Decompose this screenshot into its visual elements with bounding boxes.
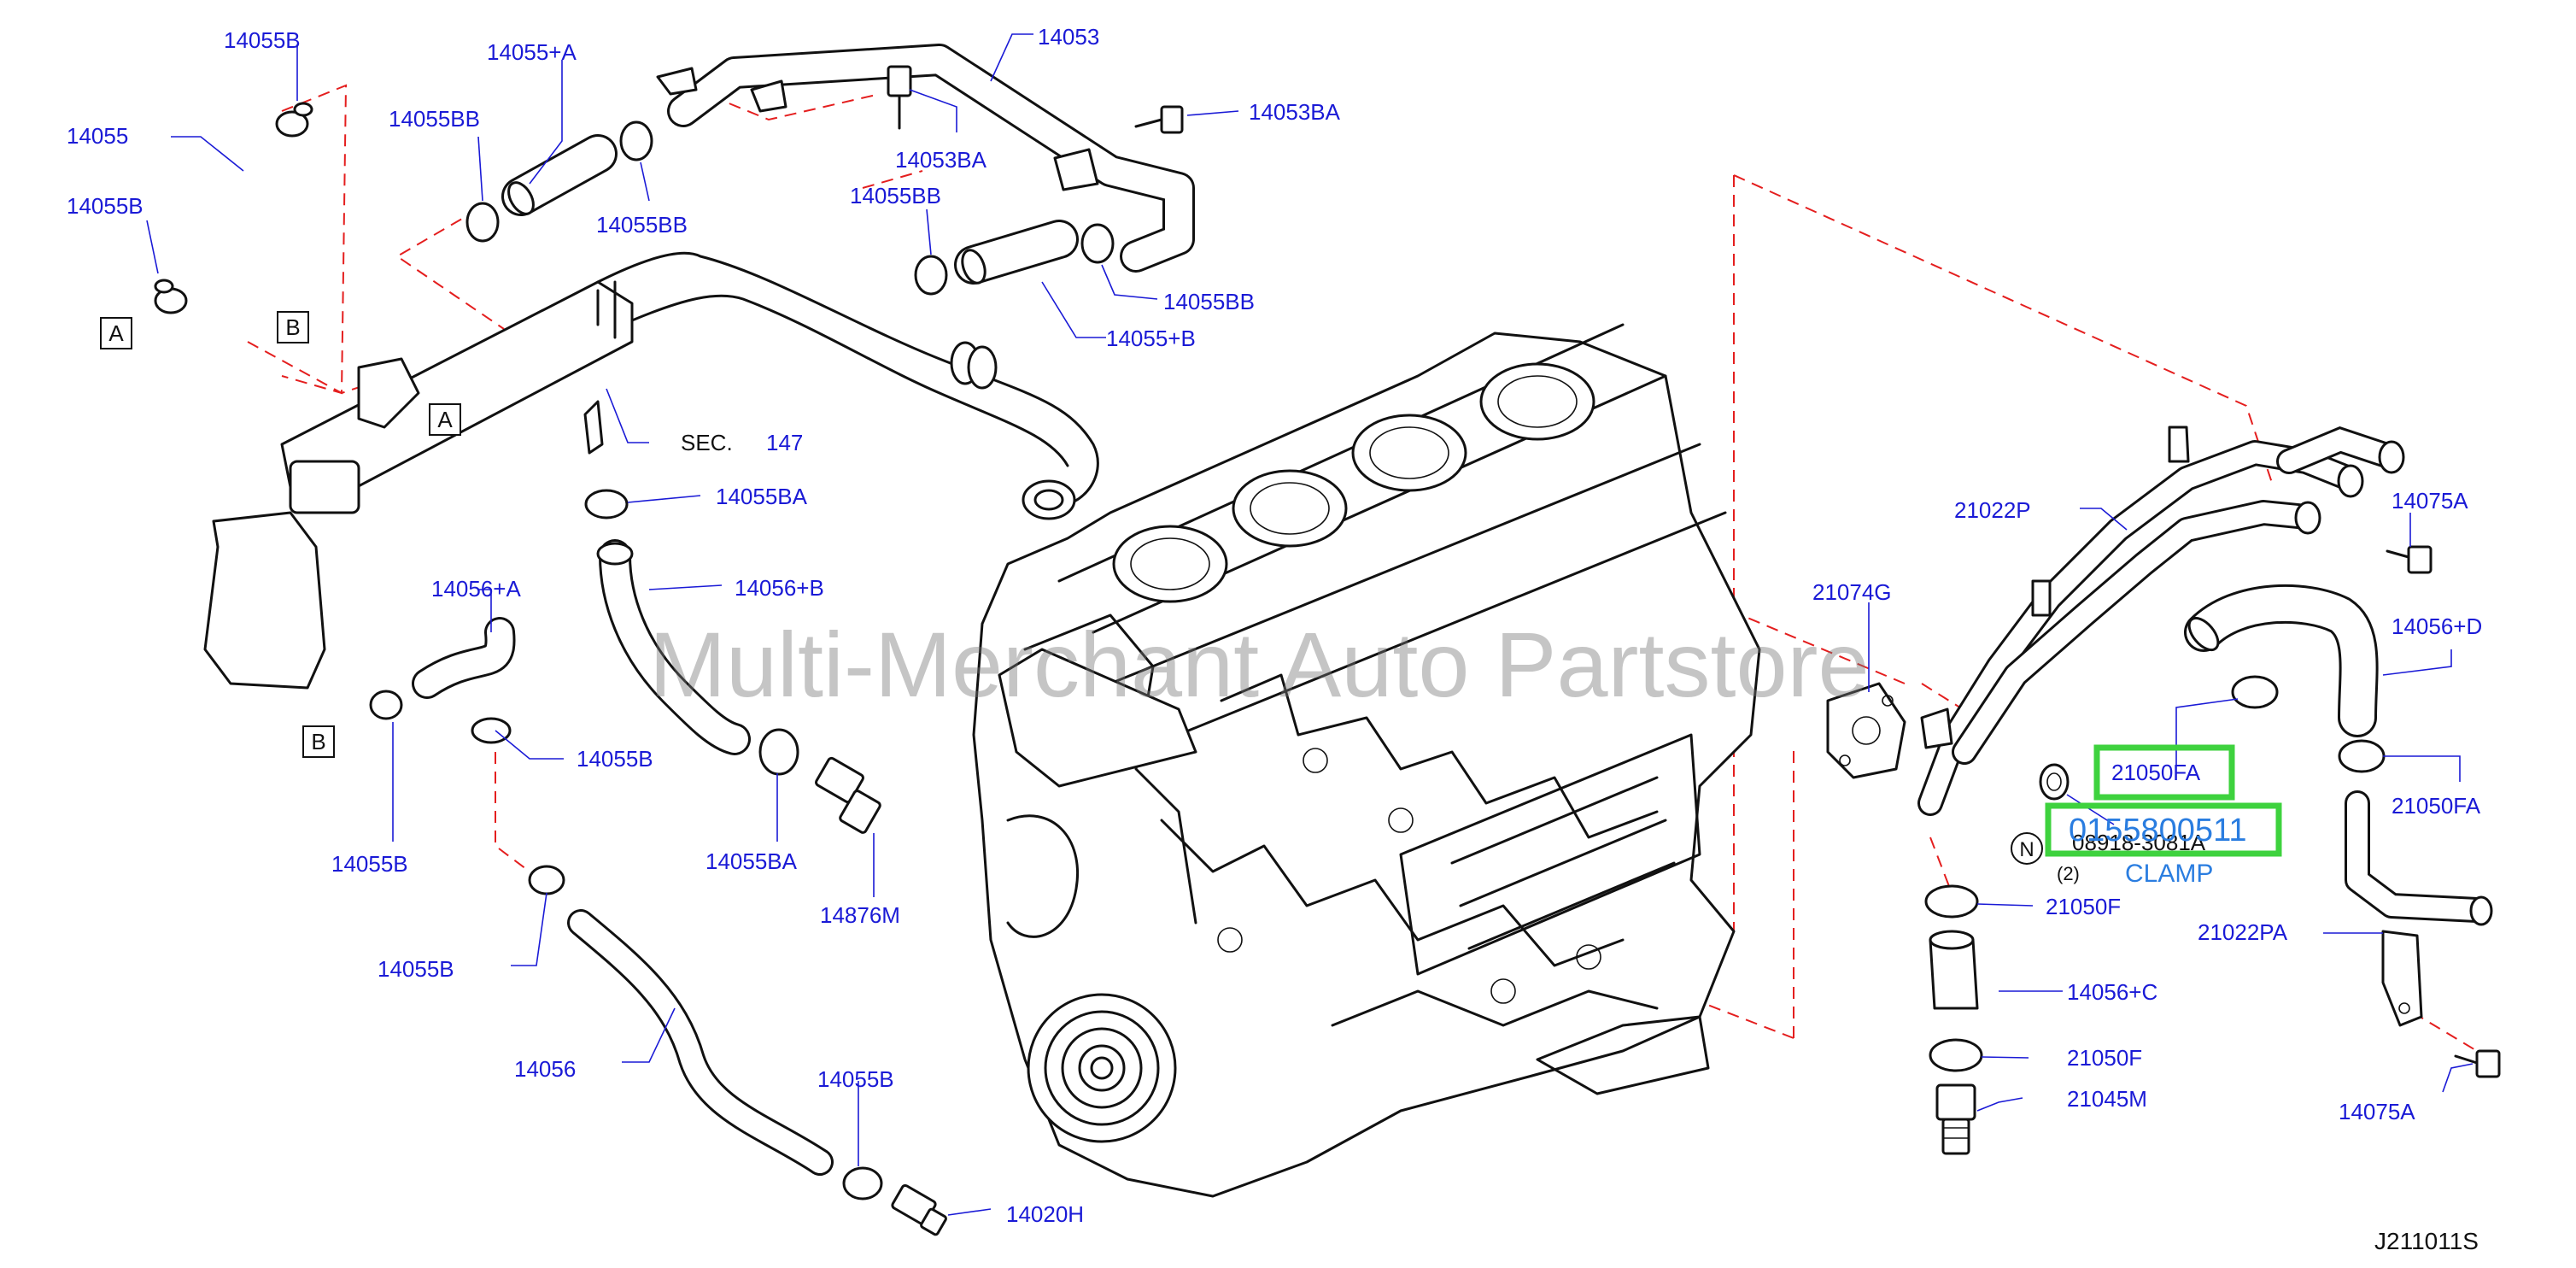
label-21050F[interactable]: 21050F <box>2067 1045 2142 1071</box>
svg-text:A: A <box>437 407 453 432</box>
label-14056D[interactable]: 14056+D <box>2392 613 2482 639</box>
hose-14056 <box>567 909 834 1176</box>
svg-text:B: B <box>311 729 325 754</box>
diagram-ref-code: J211011S <box>2374 1228 2479 1254</box>
part-labels: 14055B 14055 14055B 14055+A 14055BB 1405… <box>67 24 2482 1254</box>
plug-14020H <box>891 1183 947 1236</box>
label-14055B[interactable]: 14055B <box>577 746 653 772</box>
label-14055B[interactable]: 14055B <box>817 1066 894 1092</box>
label-14055[interactable]: 14055 <box>67 123 128 149</box>
clamp-21050FA-right <box>2338 739 2386 773</box>
label-0155800511[interactable]: 0155800511 <box>2069 813 2247 848</box>
hose-14055B-plus <box>954 220 1079 285</box>
label-14055BB[interactable]: 14055BB <box>850 183 941 208</box>
clamp-21050FA-upper <box>2231 675 2279 709</box>
bolt-14075A-bottom <box>2454 1049 2501 1078</box>
label-14055B[interactable]: 14055B <box>67 193 143 219</box>
svg-text:N: N <box>2019 838 2034 861</box>
clamp-14055B-bottom2 <box>842 1166 883 1200</box>
clamp-14055B-lower <box>154 279 188 314</box>
label-14053BA[interactable]: 14053BA <box>895 147 987 173</box>
highlight-0155800511 <box>2045 802 2282 857</box>
label-21022PA[interactable]: 21022PA <box>2198 919 2288 945</box>
label-14053[interactable]: 14053 <box>1038 24 1099 50</box>
label-14053BA[interactable]: 14053BA <box>1249 99 1341 125</box>
sensor-14876M <box>815 756 881 834</box>
svg-text:B: B <box>285 314 300 340</box>
ref-box-B1: B <box>277 311 309 343</box>
label-21050FA[interactable]: 21050FA <box>2111 760 2201 785</box>
hose-14056C <box>1929 930 1979 1010</box>
ref-box-A2: A <box>429 403 461 436</box>
label-14075A[interactable]: 14075A <box>2339 1099 2415 1124</box>
pipe-14053 <box>656 44 1195 273</box>
label-14055BB[interactable]: 14055BB <box>596 212 688 238</box>
label-14055BB[interactable]: 14055BB <box>389 106 480 132</box>
egr-cooler <box>203 251 1099 690</box>
label-21050FA[interactable]: 21050FA <box>2392 793 2481 819</box>
clamps-14055BB <box>465 120 1115 296</box>
engine-block <box>972 323 1761 1198</box>
label-14075A[interactable]: 14075A <box>2392 488 2468 514</box>
label-14056C[interactable]: 14056+C <box>2067 979 2157 1005</box>
label-14055BB[interactable]: 14055BB <box>1163 289 1255 314</box>
symbol-N: N <box>2011 832 2043 865</box>
hose-14055 <box>196 143 280 291</box>
bolts-14053BA <box>887 65 1184 134</box>
label-14055B[interactable]: 14055B <box>378 956 454 982</box>
label-sec[interactable]: SEC. <box>681 430 733 455</box>
hose-14056A <box>412 617 516 699</box>
clamp-14055B-top <box>275 102 313 138</box>
label-14055B[interactable]: 14055B <box>224 27 301 53</box>
label-14055BA[interactable]: 14055BA <box>716 484 808 509</box>
label-21050F[interactable]: 21050F <box>2046 894 2121 919</box>
svg-text:A: A <box>108 320 124 346</box>
label-21022P[interactable]: 21022P <box>1954 497 2031 523</box>
clamp-14055BA-upper <box>584 489 629 520</box>
pipe-21022PA <box>2345 790 2493 1027</box>
label-14055A[interactable]: 14055+A <box>487 39 577 65</box>
watermark-text: Multi-Merchant Auto Partstore <box>649 613 1870 716</box>
ref-box-B2: B <box>302 725 335 758</box>
label-14056B[interactable]: 14056+B <box>735 575 824 601</box>
label-08918-3081A[interactable]: 08918-3081A <box>2072 830 2206 855</box>
label-21045M[interactable]: 21045M <box>2067 1086 2147 1112</box>
pipe-21022P <box>1917 426 2405 816</box>
fitting-21045M <box>1935 1083 1976 1155</box>
clamp-14055BA-lower <box>758 728 799 776</box>
highlight-21050FA <box>2093 744 2235 801</box>
label-14876M[interactable]: 14876M <box>820 902 900 928</box>
hose-14055A <box>501 134 618 216</box>
label-14055plusB[interactable]: 14055+B <box>1106 326 1196 351</box>
label-clamp[interactable]: CLAMP <box>2125 860 2213 888</box>
hose-14056B <box>596 539 751 755</box>
label-14055B[interactable]: 14055B <box>331 851 408 877</box>
label-21074G[interactable]: 21074G <box>1812 579 1892 605</box>
label-14056A[interactable]: 14056+A <box>431 576 521 602</box>
gasket-21074G <box>1826 682 1906 779</box>
label-sec-147[interactable]: 147 <box>766 430 803 455</box>
label-14020H[interactable]: 14020H <box>1006 1201 1084 1227</box>
ref-box-A1: A <box>100 317 132 349</box>
leader-lines <box>146 33 2474 1216</box>
clamp-14055B-bottom <box>528 865 565 895</box>
label-14056[interactable]: 14056 <box>514 1056 576 1082</box>
hose-14056D <box>2184 584 2379 737</box>
bolt-14075A-top <box>2386 545 2433 574</box>
bolt-0155800511 <box>2039 763 2070 801</box>
clamp-14055B-mid <box>369 690 512 744</box>
clamp-21050F-upper <box>1924 884 1979 919</box>
label-quantity[interactable]: (2) <box>2057 863 2080 884</box>
clamp-21050F-lower <box>1929 1038 1983 1072</box>
label-14055BA[interactable]: 14055BA <box>705 848 798 874</box>
